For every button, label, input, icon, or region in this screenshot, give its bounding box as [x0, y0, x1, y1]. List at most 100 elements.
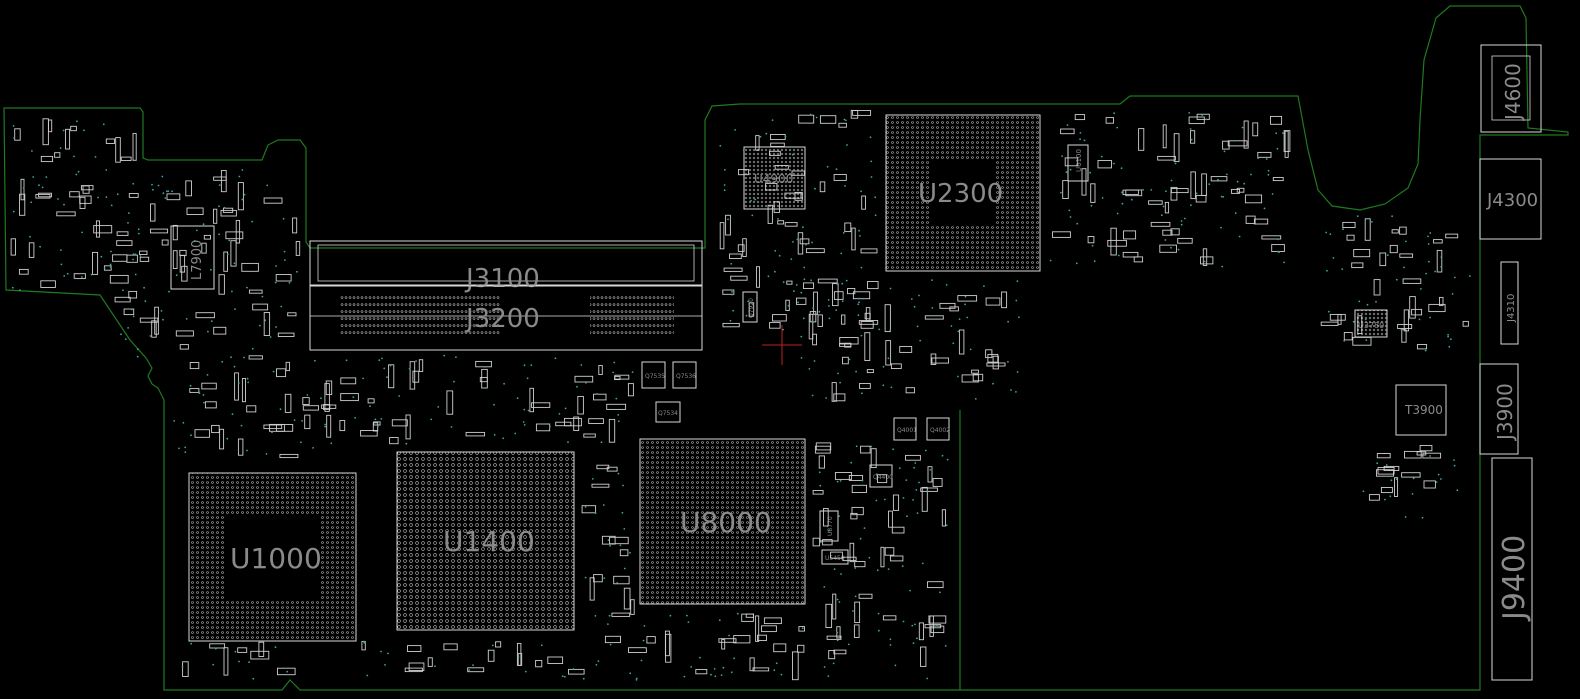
passive-component [1162, 124, 1167, 149]
via [602, 504, 605, 506]
j3900-connector[interactable]: J3900 [1479, 363, 1519, 455]
via [1116, 212, 1119, 215]
q4001-part[interactable]: Q4001 [893, 417, 917, 441]
passive-component [1190, 171, 1196, 200]
passive-component [822, 539, 833, 546]
u8770-part[interactable]: U8770 [819, 510, 839, 542]
u3780-chip[interactable]: U3780 [1354, 309, 1388, 338]
via [576, 385, 578, 388]
j4600-connector[interactable]: J4600 [1480, 44, 1542, 133]
via [898, 467, 901, 469]
via [12, 210, 15, 213]
u1400-chip[interactable]: U1400 [396, 451, 575, 631]
via [780, 673, 783, 676]
via [882, 384, 885, 387]
via [918, 294, 920, 297]
via [827, 299, 830, 301]
u2300-chip[interactable]: U2300 [885, 114, 1041, 272]
q7535-part[interactable]: Q7535 [641, 361, 666, 389]
via [1429, 232, 1432, 234]
passive-component [920, 487, 938, 492]
passive-component [28, 242, 35, 258]
passive-component [1411, 308, 1423, 316]
via [616, 582, 619, 584]
passive-component [730, 275, 748, 281]
q4002-part[interactable]: Q4002 [926, 417, 950, 441]
via [1225, 173, 1228, 176]
passive-component [939, 302, 956, 309]
passive-component [1001, 291, 1008, 309]
t3900-transformer[interactable]: T3900 [1395, 384, 1447, 436]
passive-component [924, 315, 944, 320]
passive-component [583, 433, 596, 438]
passive-component [109, 274, 129, 284]
via [549, 425, 551, 428]
passive-component [149, 228, 169, 234]
passive-component [302, 405, 319, 411]
q7920-part[interactable]: Q7920 [742, 291, 758, 323]
passive-component [248, 289, 263, 294]
via [966, 316, 969, 319]
l7900-inductor[interactable]: L7900 [170, 225, 215, 290]
via [193, 240, 196, 242]
j3100-connector[interactable]: J3100 [309, 240, 703, 294]
passive-component [568, 668, 585, 675]
passive-component [844, 342, 852, 348]
passive-component [427, 657, 433, 667]
j9400-connector[interactable]: J9400 [1491, 457, 1533, 681]
u6100-chip[interactable]: U6100 [1067, 144, 1089, 182]
via [60, 249, 62, 252]
via [862, 297, 865, 300]
via [964, 303, 966, 306]
passive-component [722, 322, 740, 328]
passive-component [1436, 249, 1443, 273]
via [815, 116, 818, 119]
passive-component [182, 661, 189, 677]
passive-component [321, 404, 337, 409]
via [251, 347, 254, 350]
via [729, 319, 732, 322]
via [472, 664, 474, 666]
via [818, 471, 821, 474]
u8000-chip[interactable]: U8000 [639, 438, 806, 605]
q7536-part[interactable]: Q7536 [672, 361, 697, 389]
u1000-chip[interactable]: U1000 [188, 472, 357, 642]
passive-component [971, 369, 979, 374]
via [314, 359, 316, 362]
passive-component [409, 361, 416, 390]
passive-component [841, 314, 846, 325]
j3200-connector[interactable]: J3200 [309, 285, 703, 351]
passive-component [150, 203, 156, 222]
via [1371, 221, 1373, 223]
q7534-part[interactable]: Q7534 [655, 401, 681, 423]
via [1435, 481, 1438, 483]
via [1180, 223, 1183, 226]
via [283, 250, 286, 253]
j4300-connector[interactable]: J4300 [1479, 158, 1542, 240]
via [854, 595, 857, 598]
u4900-chip[interactable]: U4900 [743, 146, 806, 210]
via [1243, 182, 1246, 185]
via [1385, 464, 1388, 466]
via [887, 357, 890, 360]
q4400-part[interactable]: Q4400 [869, 464, 893, 488]
via [514, 432, 517, 435]
via [223, 206, 226, 209]
via [957, 375, 959, 378]
passive-component [20, 178, 25, 201]
via [944, 645, 947, 647]
via [775, 662, 778, 665]
via [75, 173, 78, 176]
via [362, 377, 364, 380]
j4310-connector[interactable]: J4310 [1500, 261, 1519, 345]
passive-component [972, 373, 984, 382]
via [345, 359, 348, 362]
via [714, 675, 717, 678]
passive-component [204, 401, 217, 409]
via [1190, 204, 1192, 207]
via [809, 113, 812, 116]
passive-component [246, 405, 257, 413]
via [1404, 516, 1407, 518]
via [1180, 220, 1183, 222]
